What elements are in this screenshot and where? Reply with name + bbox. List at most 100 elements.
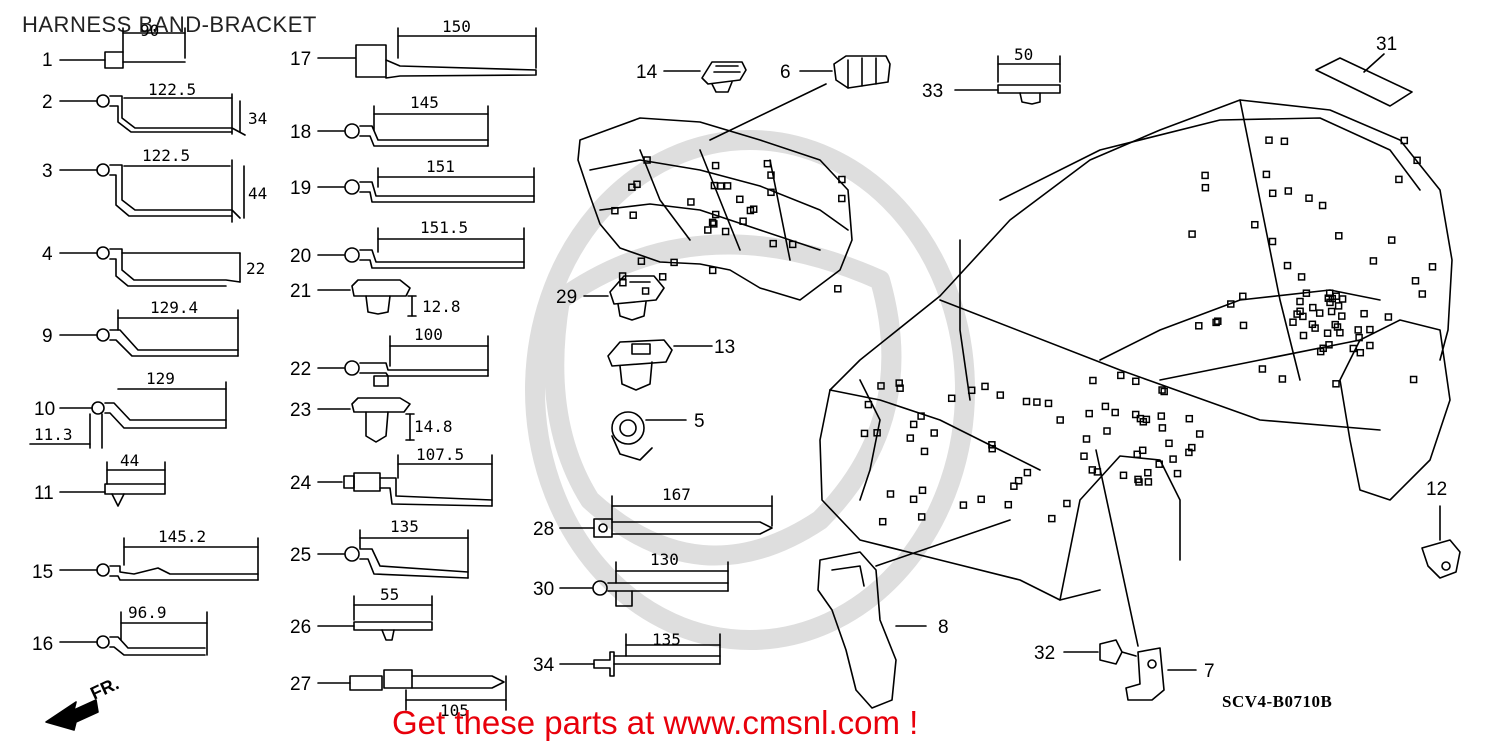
part-number-11[interactable]: 11 (34, 483, 54, 504)
connector-clip-marker (1316, 347, 1325, 356)
part-number-20[interactable]: 20 (290, 246, 311, 267)
connector-clip-marker (1085, 409, 1093, 418)
connector-clip-marker (988, 444, 996, 453)
part-number-10[interactable]: 10 (34, 399, 55, 420)
connector-clip-marker (1251, 220, 1259, 229)
part-number-9[interactable]: 9 (42, 326, 53, 347)
part-number-28[interactable]: 28 (533, 519, 554, 540)
dimension-label: 107.5 (416, 445, 464, 464)
vehicle-body-drawing (819, 99, 1453, 601)
connector-clip-marker (629, 211, 637, 219)
dimension-label: 11.3 (34, 425, 73, 444)
part-number-32[interactable]: 32 (1034, 643, 1055, 664)
connector-clip-marker (711, 161, 720, 170)
connector-clip-marker (721, 227, 730, 236)
promo-link-text[interactable]: Get these parts at www.cmsnl.com ! (392, 704, 919, 741)
connector-clip-marker (1201, 183, 1210, 192)
part-number-5[interactable]: 5 (694, 411, 705, 432)
part-number-19[interactable]: 19 (290, 178, 311, 199)
part-number-33[interactable]: 33 (922, 81, 943, 102)
part-4-drawing (59, 246, 241, 287)
connector-clip-marker (1262, 170, 1271, 179)
front-direction-arrow (45, 699, 99, 731)
connector-clip-marker (1004, 500, 1013, 509)
connector-clip-marker (1133, 450, 1141, 459)
connector-clip-marker (710, 220, 718, 228)
dashboard-harness-drawing (577, 117, 853, 301)
part-25-drawing (317, 529, 469, 579)
part-14-drawing (663, 61, 747, 93)
part-27-drawing (317, 669, 507, 711)
part-19-drawing (317, 167, 535, 203)
part-number-6[interactable]: 6 (780, 62, 791, 83)
connector-clip-marker (1023, 468, 1032, 477)
part-number-23[interactable]: 23 (290, 400, 311, 421)
part-number-29[interactable]: 29 (556, 287, 577, 308)
connector-clip-marker (877, 382, 885, 390)
connector-clip-marker (895, 379, 903, 387)
part-number-17[interactable]: 17 (290, 49, 311, 70)
connector-clip-marker (1366, 341, 1374, 350)
connector-clip-marker (1360, 309, 1368, 318)
dimension-label: 44 (248, 184, 267, 203)
connector-clip-marker (920, 447, 929, 456)
connector-clip-marker (1280, 137, 1289, 146)
part-16-drawing (59, 611, 208, 656)
connector-clip-marker (1044, 399, 1053, 408)
connector-clip-marker (1338, 295, 1347, 303)
part-number-22[interactable]: 22 (290, 359, 311, 380)
part-20-drawing (317, 227, 525, 269)
connector-clip-marker (1356, 348, 1365, 357)
connector-clip-marker (763, 159, 772, 168)
connector-clip-marker (878, 517, 887, 526)
part-number-31[interactable]: 31 (1376, 34, 1397, 55)
connector-clip-marker (1315, 309, 1324, 317)
part-number-1[interactable]: 1 (42, 50, 53, 71)
part-number-15[interactable]: 15 (32, 562, 53, 583)
connector-clip-marker (704, 226, 712, 234)
part-number-34[interactable]: 34 (533, 655, 555, 676)
connector-clip-marker (1297, 273, 1306, 281)
dimension-label: 55 (380, 585, 399, 604)
connector-clip-marker (1335, 232, 1343, 240)
connector-clip-marker (711, 210, 720, 219)
connector-clip-marker (1265, 136, 1273, 144)
part-number-25[interactable]: 25 (290, 545, 311, 566)
connector-clip-marker (1132, 377, 1140, 386)
dimension-label: 96.9 (128, 603, 167, 622)
connector-clip-marker (1201, 171, 1209, 180)
connector-clip-marker (769, 239, 777, 248)
connector-clip-marker (1284, 187, 1293, 195)
part-number-27[interactable]: 27 (290, 674, 311, 695)
part-number-26[interactable]: 26 (290, 617, 311, 638)
part-number-12[interactable]: 12 (1426, 479, 1447, 500)
connector-clip-marker (1089, 376, 1097, 385)
part-number-7[interactable]: 7 (1204, 661, 1215, 682)
connector-clip-marker (1144, 478, 1153, 486)
part-9-drawing (59, 309, 239, 357)
part-number-21[interactable]: 21 (290, 281, 311, 302)
connector-clip-marker (1299, 331, 1308, 340)
part-number-4[interactable]: 4 (42, 244, 53, 265)
connector-clip-marker (658, 273, 667, 281)
part-number-24[interactable]: 24 (290, 473, 312, 494)
connector-clip-marker (1214, 317, 1222, 325)
part-number-30[interactable]: 30 (533, 579, 554, 600)
connector-clip-marker (1428, 263, 1437, 271)
connector-clip-marker (1327, 307, 1336, 316)
part-number-16[interactable]: 16 (32, 634, 53, 655)
part-number-14[interactable]: 14 (636, 62, 658, 83)
part-10-drawing (29, 381, 227, 449)
connector-clip-marker (611, 206, 619, 215)
part-number-18[interactable]: 18 (290, 122, 311, 143)
part-number-3[interactable]: 3 (42, 161, 53, 182)
part-number-8[interactable]: 8 (938, 617, 949, 638)
part-12-drawing (1421, 505, 1461, 579)
part-number-2[interactable]: 2 (42, 92, 53, 113)
part-number-13[interactable]: 13 (714, 337, 735, 358)
connector-clip-marker (917, 412, 925, 420)
connector-clip-marker (1101, 402, 1110, 411)
connector-clip-marker (1268, 237, 1277, 246)
connector-clip-marker (1157, 412, 1166, 420)
connector-clip-marker (1155, 460, 1163, 468)
